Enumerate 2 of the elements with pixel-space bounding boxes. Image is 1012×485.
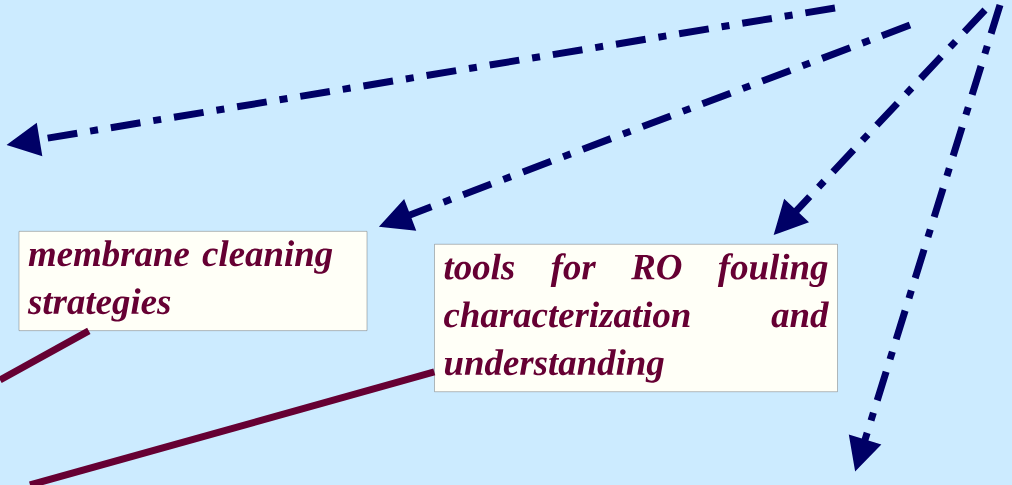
text-box: tools for RO fouling characterization and understanding [434, 244, 838, 392]
text-box: membrane cleaning strategies [18, 231, 368, 331]
